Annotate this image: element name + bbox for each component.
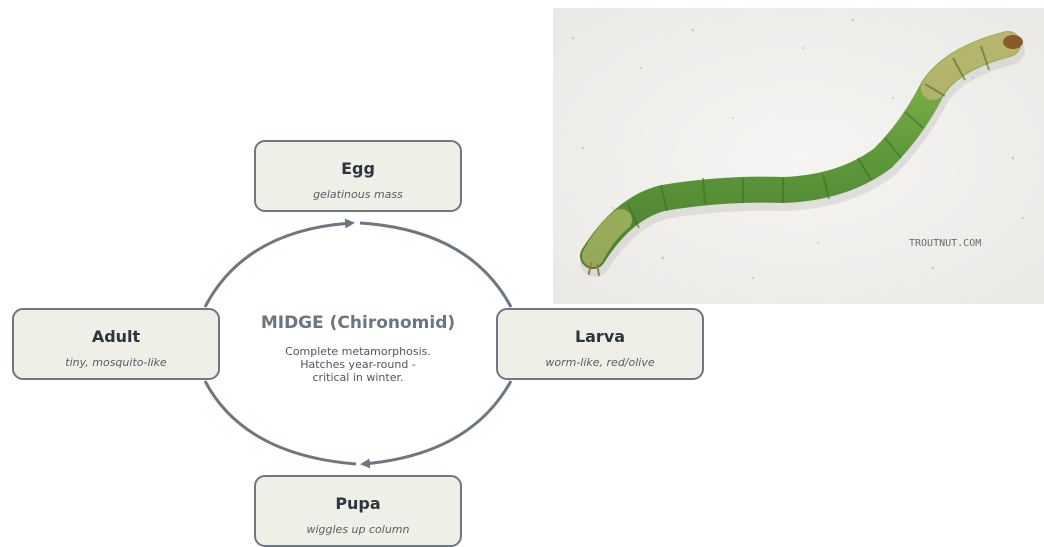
larva-head: [1003, 35, 1023, 49]
stage-adult-name: Adult: [14, 327, 218, 346]
arrow-pupa-to-adult: [205, 381, 356, 464]
stage-larva-box: Larva worm-like, red/olive: [496, 308, 704, 380]
stage-egg-name: Egg: [256, 159, 460, 178]
stage-egg-box: Egg gelatinous mass: [254, 140, 462, 212]
stage-larva-name: Larva: [498, 327, 702, 346]
stage-larva-description: worm-like, red/olive: [498, 356, 702, 369]
arrow-egg-to-larva: [360, 223, 511, 307]
arrow-adult-to-egg: [205, 223, 352, 307]
stage-adult-description: tiny, mosquito-like: [14, 356, 218, 369]
photo-watermark: TROUTNUT.COM: [909, 238, 981, 249]
cycle-description-line: Complete metamorphosis.: [258, 345, 458, 358]
stage-pupa-box: Pupa wiggles up column: [254, 475, 462, 547]
cycle-description: Complete metamorphosis. Hatches year-rou…: [258, 345, 458, 384]
stage-egg-description: gelatinous mass: [256, 188, 460, 201]
cycle-description-line: Hatches year-round -: [258, 358, 458, 371]
stage-adult-box: Adult tiny, mosquito-like: [12, 308, 220, 380]
arrow-larva-to-pupa: [363, 381, 511, 464]
cycle-description-line: critical in winter.: [258, 371, 458, 384]
stage-pupa-name: Pupa: [256, 494, 460, 513]
larva-photo: [553, 8, 1044, 304]
cycle-title: MIDGE (Chironomid): [238, 313, 478, 333]
stage-pupa-description: wiggles up column: [256, 523, 460, 536]
